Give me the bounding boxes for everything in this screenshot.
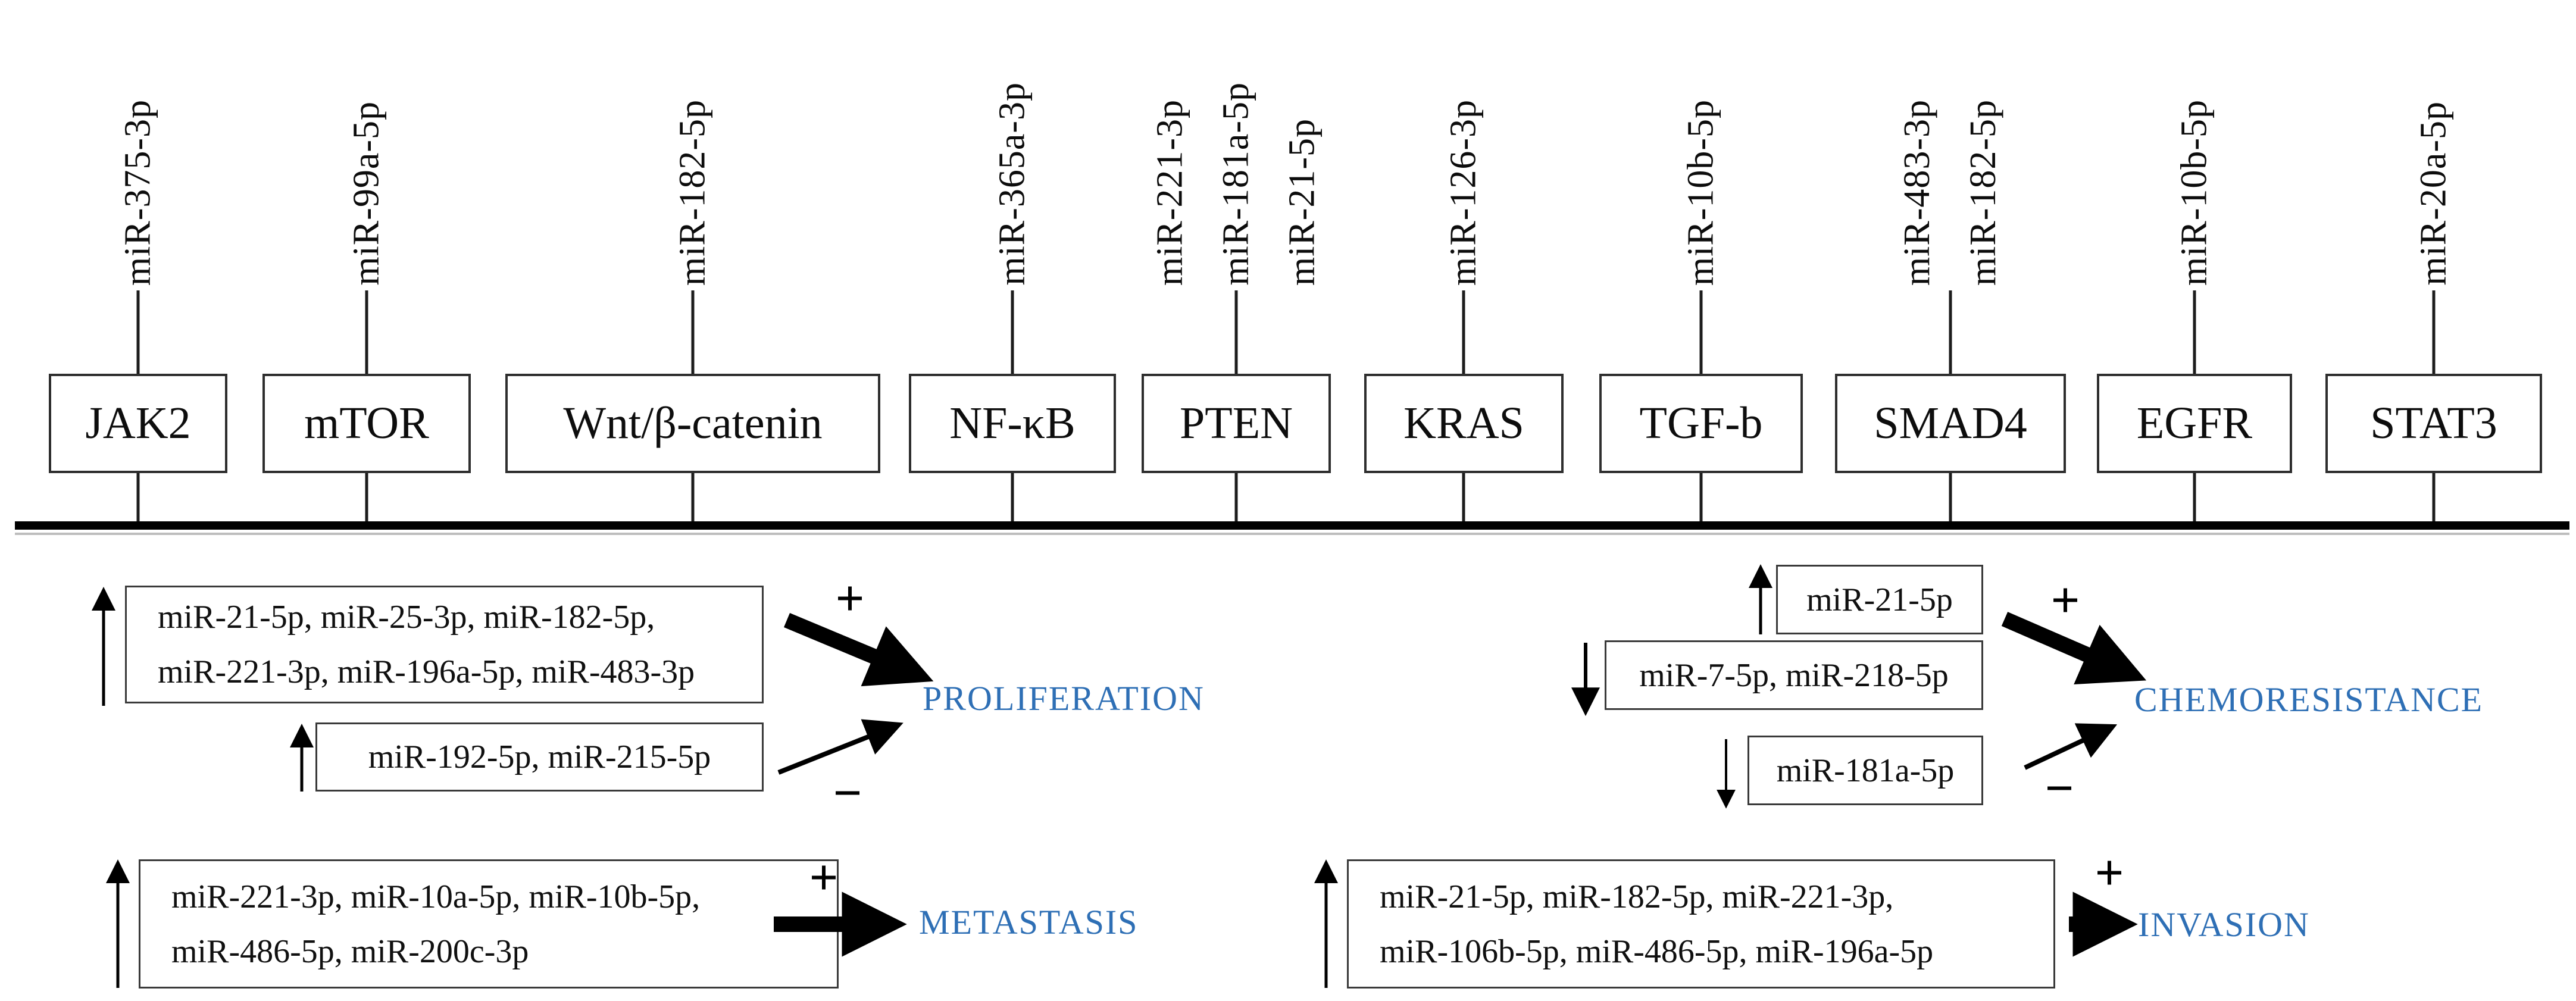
gene-label: EGFR [2136,398,2253,448]
gene-box-egfr: EGFR [2097,374,2292,473]
outcome-invasion: INVASION [2138,905,2310,944]
outcome-metastasis: METASTASIS [919,903,1139,941]
connector-line [365,290,368,375]
mirna-list-line: miR-181a-5p [1776,752,1955,789]
connector-line [1234,473,1238,522]
connector-line [1234,290,1238,375]
proliferation-up-mirna-box: miR-21-5p, miR-25-3p, miR-182-5p, miR-22… [125,586,764,703]
mirna-list-line: miR-21-5p, miR-25-3p, miR-182-5p, [158,599,655,636]
mirna-label: miR-365a-3p [992,82,1033,286]
gene-label: STAT3 [2370,398,2497,448]
gene-box-kras: KRAS [1364,374,1564,473]
mirna-label: miR-99a-5p [346,101,387,286]
mirna-label-group-stat3: miR-20a-5p [2413,101,2454,286]
mirna-list-line: miR-486-5p, miR-200c-3p [171,933,529,970]
gene-box-smad4: SMAD4 [1835,374,2066,473]
mirna-label-group-nfkb: miR-365a-3p [992,82,1033,286]
connector-line [1011,290,1014,375]
mirna-list-line: miR-221-3p, miR-10a-5p, miR-10b-5p, [171,878,701,915]
mirna-label: miR-10b-5p [1680,99,1721,286]
mirna-label-group-kras: miR-126-3p [1443,99,1484,286]
gene-box-stat3: STAT3 [2325,374,2542,473]
gene-label: mTOR [304,398,429,448]
gene-label: SMAD4 [1874,398,2027,448]
mirna-label-group-pten: miR-221-3p miR-181a-5p miR-21-5p [1149,82,1323,286]
plus-sign: + [2094,844,2124,901]
minus-sign: − [833,764,862,821]
gene-box-wnt-bcatenin: Wnt/β-catenin [505,374,880,473]
gene-label: PTEN [1180,398,1293,448]
gene-box-tgfb: TGF-b [1599,374,1803,473]
connector-line [1462,473,1465,522]
invasion-mirna-box: miR-21-5p, miR-182-5p, miR-221-3p, miR-1… [1347,859,2055,989]
connector-line [1949,290,1952,375]
mirna-list-line: miR-21-5p [1806,581,1953,618]
gene-box-mtor: mTOR [262,374,471,473]
mirna-list-line: miR-21-5p, miR-182-5p, miR-221-3p, [1380,878,1894,915]
mirna-label: miR-182-5p [1963,99,2003,286]
connector-line [2193,290,2196,375]
mirna-label-group-wnt: miR-182-5p [672,99,713,286]
chemoresistance-down2-mirna-box: miR-181a-5p [1747,736,1983,805]
mirna-list-line: miR-106b-5p, miR-486-5p, miR-196a-5p [1380,933,1934,970]
mirna-label-group-jak2: miR-375-3p [117,99,158,286]
mirna-label: miR-20a-5p [2413,101,2454,286]
connector-line [136,290,140,375]
gene-box-pten: PTEN [1142,374,1331,473]
gene-label: KRAS [1403,398,1524,448]
mirna-label: miR-21-5p [1281,118,1323,286]
mirna-list-line: miR-7-5p, miR-218-5p [1639,656,1949,694]
mirna-label: miR-221-3p [1149,99,1190,286]
membrane-bar-shadow [15,533,2569,535]
mirna-label: miR-182-5p [672,99,713,286]
plus-sign: + [809,849,839,906]
metastasis-mirna-box: miR-221-3p, miR-10a-5p, miR-10b-5p, miR-… [139,859,839,989]
connector-line [691,290,695,375]
mirna-label: miR-126-3p [1443,99,1484,286]
connector-line [1462,290,1465,375]
mirna-label-group-egfr: miR-10b-5p [2174,99,2215,286]
mirna-list-line: miR-221-3p, miR-196a-5p, miR-483-3p [158,653,695,690]
gene-label: TGF-b [1639,398,1763,448]
gene-label: Wnt/β-catenin [563,398,823,448]
minus-sign: − [2044,759,2074,817]
gene-box-jak2: JAK2 [49,374,227,473]
mirna-label-group-mtor: miR-99a-5p [346,101,387,286]
outcome-proliferation: PROLIFERATION [923,679,1205,718]
connector-line [1699,473,1703,522]
chemoresistance-down-mirna-box: miR-7-5p, miR-218-5p [1605,640,1983,710]
outcome-chemoresistance: CHEMORESISTANCE [2134,680,2484,719]
connector-line [1011,473,1014,522]
connector-line [2432,473,2436,522]
gene-label: JAK2 [85,398,191,448]
plus-sign: + [835,570,865,627]
connector-line [136,473,140,522]
connector-line [691,473,695,522]
chemoresistance-up-mirna-box: miR-21-5p [1776,565,1983,634]
gene-box-nfkb: NF-κB [909,374,1116,473]
proliferation-down-mirna-box: miR-192-5p, miR-215-5p [315,722,764,792]
mirna-label-group-tgfb: miR-10b-5p [1680,99,1721,286]
connector-line [1949,473,1952,522]
connector-line [365,473,368,522]
membrane-bar [15,521,2569,530]
mirna-label: miR-181a-5p [1215,82,1256,286]
mirna-label-group-smad4: miR-483-3p miR-182-5p [1896,99,2003,286]
mirna-label: miR-483-3p [1896,99,1937,286]
connector-line [2432,290,2436,375]
gene-label: NF-κB [949,398,1076,448]
mirna-list-line: miR-192-5p, miR-215-5p [368,739,711,775]
connector-line [1699,290,1703,375]
mirna-label: miR-375-3p [117,99,158,286]
mirna-label: miR-10b-5p [2174,99,2215,286]
plus-sign: + [2050,571,2080,628]
connector-line [2193,473,2196,522]
